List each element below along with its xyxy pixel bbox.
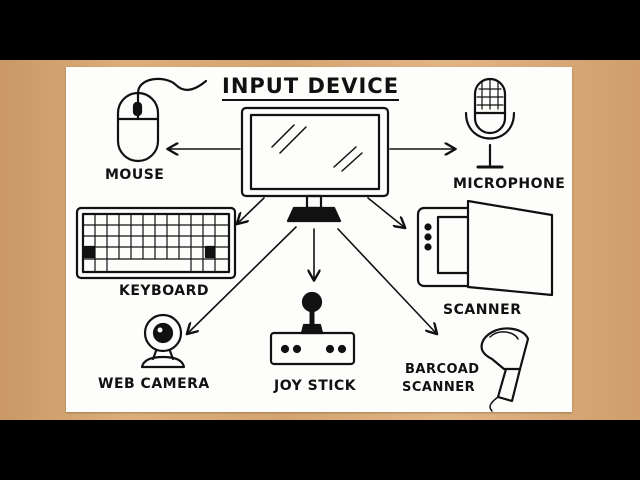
label-barcode-line1: BARCOAD [405,362,480,377]
web-camera-icon [140,313,186,369]
keyboard-icon [75,206,237,280]
diagram-title: INPUT DEVICE [222,74,400,101]
scanner-icon [416,199,554,297]
label-keyboard: KEYBOARD [119,283,209,299]
label-mouse: MOUSE [105,167,165,183]
label-microphone: MICROPHONE [453,176,566,192]
mouse-icon [116,77,208,163]
label-joystick: JOY STICK [274,378,357,394]
monitor-icon [240,106,390,223]
label-scanner: SCANNER [443,302,522,318]
label-barcode-line2: SCANNER [402,380,476,395]
connector-arrows [169,149,454,333]
joystick-icon [269,291,356,366]
barcode-scanner-icon [480,327,530,412]
input-device-diagram [75,77,554,412]
microphone-icon [464,77,516,169]
label-web-camera: WEB CAMERA [98,376,210,392]
